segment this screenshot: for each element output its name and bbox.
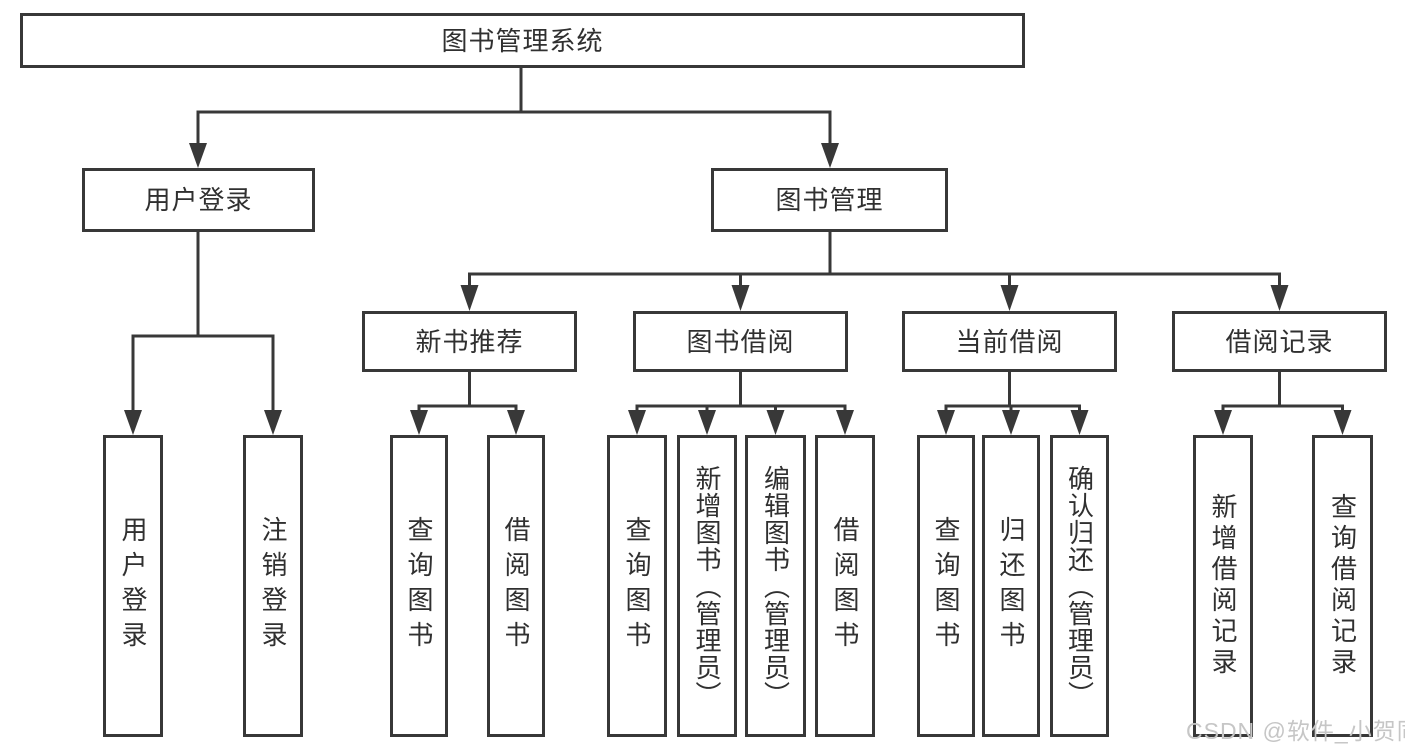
leaf-confirm-return-admin-label: 确认归还（管理员） [1064,464,1095,708]
leaf-borrow-books-1-label: 借阅图书 [501,516,531,656]
leaf-return-books-label: 归还图书 [996,516,1026,656]
leaf-borrow-books-2: 借阅图书 [815,435,875,737]
leaf-query-books-1: 查询图书 [390,435,448,737]
leaf-query-books-1-label: 查询图书 [404,516,434,656]
leaf-confirm-return-admin: 确认归还（管理员） [1050,435,1109,737]
leaf-query-borrow-record-label: 查询借阅记录 [1327,493,1358,679]
leaf-logout-label: 注销登录 [258,516,288,656]
leaf-user-login-label: 用户登录 [118,516,148,656]
leaf-edit-book-admin-label: 编辑图书（管理员） [760,464,791,708]
node-borrow-records: 借阅记录 [1172,311,1387,372]
node-library-system: 图书管理系统 [20,13,1025,68]
node-new-book-recommend: 新书推荐 [362,311,577,372]
leaf-add-book-admin: 新增图书（管理员） [677,435,737,737]
leaf-query-books-2: 查询图书 [607,435,667,737]
leaf-query-books-3-label: 查询图书 [931,516,961,656]
node-user-login: 用户登录 [82,168,315,232]
node-book-borrow: 图书借阅 [633,311,848,372]
node-current-borrow: 当前借阅 [902,311,1117,372]
node-book-management: 图书管理 [711,168,948,232]
leaf-edit-book-admin: 编辑图书（管理员） [745,435,806,737]
leaf-query-books-3: 查询图书 [917,435,975,737]
leaf-query-books-2-label: 查询图书 [622,516,652,656]
leaf-add-borrow-record-label: 新增借阅记录 [1208,493,1238,679]
leaf-user-login: 用户登录 [103,435,163,737]
leaf-logout: 注销登录 [243,435,303,737]
leaf-return-books: 归还图书 [982,435,1040,737]
leaf-query-borrow-record: 查询借阅记录 [1312,435,1373,737]
leaf-add-borrow-record: 新增借阅记录 [1193,435,1253,737]
leaf-borrow-books-2-label: 借阅图书 [830,516,860,656]
leaf-borrow-books-1: 借阅图书 [487,435,545,737]
watermark: CSDN @软件_小贺同学 [1186,718,1405,744]
leaf-add-book-admin-label: 新增图书（管理员） [692,464,722,708]
